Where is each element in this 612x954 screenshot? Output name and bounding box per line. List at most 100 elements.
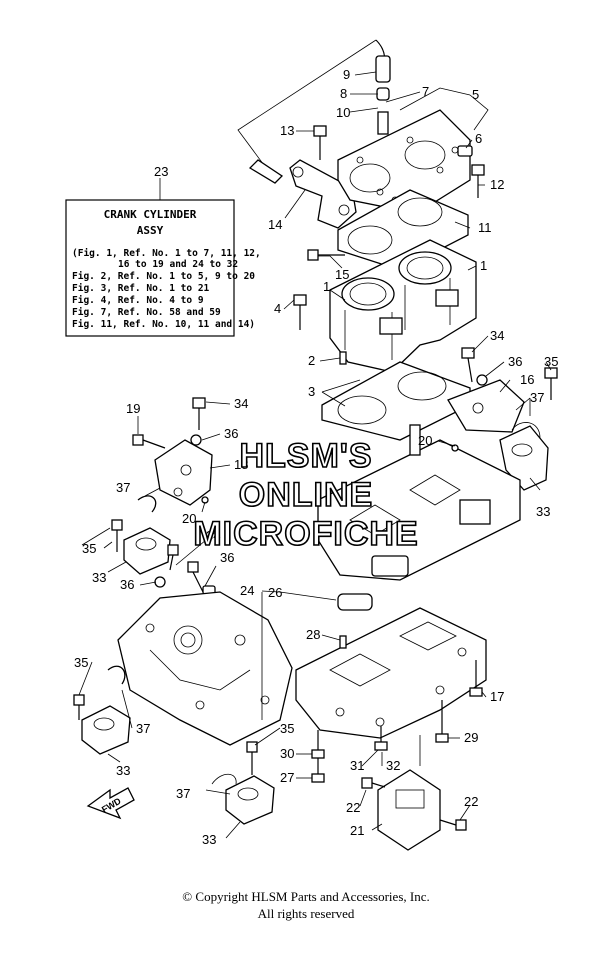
callout-label: 5 bbox=[472, 87, 479, 102]
crankcase-housing bbox=[117, 591, 293, 746]
bolt bbox=[132, 434, 166, 449]
dowel-pin bbox=[451, 444, 459, 452]
callout-label: 37 bbox=[136, 721, 150, 736]
bolt bbox=[361, 777, 386, 789]
callout-label: 23 bbox=[154, 164, 168, 179]
watermark: HLSM'S ONLINE MICROFICHE bbox=[193, 436, 419, 554]
bolt bbox=[307, 249, 345, 261]
engine-bracket bbox=[289, 159, 357, 229]
washer bbox=[190, 434, 202, 446]
callout-label: 35 bbox=[82, 541, 96, 556]
bolt bbox=[111, 519, 123, 552]
callout-label: 37 bbox=[116, 480, 130, 495]
crankcase-upper bbox=[317, 424, 521, 581]
callout-label: 12 bbox=[490, 177, 504, 192]
callout-label: 22 bbox=[464, 794, 478, 809]
bolt bbox=[311, 730, 325, 759]
callout-label: 29 bbox=[464, 730, 478, 745]
engine-mount bbox=[499, 422, 549, 491]
crank-cylinder-assy-box: CRANK CYLINDER ASSY (Fig. 1, Ref. No. 1 … bbox=[65, 199, 261, 337]
callout-label: 11 bbox=[478, 220, 492, 235]
callout-label: 1 bbox=[323, 279, 330, 294]
callout-label: 37 bbox=[530, 390, 544, 405]
callout-label: 28 bbox=[306, 627, 320, 642]
bearing bbox=[337, 593, 373, 611]
callout-label: 9 bbox=[343, 67, 350, 82]
callout-label: 30 bbox=[280, 746, 294, 761]
callout-label: 35 bbox=[280, 721, 294, 736]
bolt bbox=[313, 125, 327, 160]
callout-label: 22 bbox=[346, 800, 360, 815]
callout-label: 37 bbox=[176, 786, 190, 801]
callout-label: 18 bbox=[234, 457, 248, 472]
callout-label: 36 bbox=[224, 426, 238, 441]
callout-label: 32 bbox=[386, 758, 400, 773]
washer bbox=[476, 374, 488, 386]
cylinder-block bbox=[329, 239, 477, 373]
exhaust-manifold bbox=[447, 379, 525, 433]
washer bbox=[154, 576, 166, 588]
crankcase-lower bbox=[295, 607, 487, 739]
dowel-pin bbox=[339, 635, 347, 649]
mount-bracket bbox=[154, 439, 213, 506]
callout-label: 24 bbox=[240, 583, 254, 598]
bolt bbox=[311, 758, 325, 783]
callout-label: 31 bbox=[350, 758, 364, 773]
box-line: 16 to 19 and 24 to 32 bbox=[118, 259, 238, 270]
watermark-line: MICROFICHE bbox=[193, 515, 418, 553]
callout-label: 33 bbox=[202, 832, 216, 847]
watermark-line: ONLINE bbox=[239, 476, 373, 514]
bolt bbox=[246, 741, 258, 775]
callout-label: 2 bbox=[308, 353, 315, 368]
bolt bbox=[374, 726, 388, 751]
callout-label: 20 bbox=[182, 511, 196, 526]
box-line: Fig. 2, Ref. No. 1 to 5, 9 to 20 bbox=[72, 271, 255, 282]
callout-label: 35 bbox=[74, 655, 88, 670]
box-title: CRANK CYLINDER bbox=[104, 208, 197, 221]
forward-arrow-icon: FWD bbox=[86, 787, 135, 820]
callout-label: 7 bbox=[422, 84, 429, 99]
callout-label: 33 bbox=[116, 763, 130, 778]
box-line: Fig. 7, Ref. No. 58 and 59 bbox=[72, 307, 221, 318]
bolt bbox=[192, 397, 206, 430]
breather-hose bbox=[237, 39, 391, 184]
callout-label: 6 bbox=[475, 131, 482, 146]
callout-label: 1 bbox=[480, 258, 487, 273]
callout-label: 4 bbox=[274, 301, 281, 316]
callout-label: 33 bbox=[536, 504, 550, 519]
rights-text: All rights reserved bbox=[257, 906, 355, 921]
copyright-text: © Copyright HLSM Parts and Accessories, … bbox=[182, 889, 430, 904]
callout-label: 8 bbox=[340, 86, 347, 101]
bolt bbox=[187, 561, 204, 593]
bolt bbox=[439, 819, 467, 831]
callout-label: 13 bbox=[280, 123, 294, 138]
callouts: 9 8 7 5 10 6 13 12 23 14 11 15 1 1 4 2 3… bbox=[74, 67, 558, 847]
callout-label: 26 bbox=[268, 585, 282, 600]
bolt bbox=[471, 164, 485, 198]
callout-label: 34 bbox=[234, 396, 248, 411]
bolt bbox=[544, 367, 558, 400]
callout-label: 36 bbox=[220, 550, 234, 565]
bolt bbox=[73, 694, 85, 720]
leader-lines bbox=[78, 71, 552, 839]
callout-label: 15 bbox=[335, 267, 349, 282]
callout-label: 17 bbox=[490, 689, 504, 704]
callout-label: 19 bbox=[126, 401, 140, 416]
box-line: Fig. 3, Ref. No. 1 to 21 bbox=[72, 283, 210, 294]
callout-label: 35 bbox=[544, 354, 558, 369]
watermark-line: HLSM'S bbox=[239, 437, 372, 475]
callout-label: 34 bbox=[206, 528, 220, 543]
callout-label: 33 bbox=[92, 570, 106, 585]
mount-bracket bbox=[377, 769, 441, 851]
bolt bbox=[167, 544, 179, 571]
engine-mount bbox=[81, 665, 131, 755]
callout-label: 10 bbox=[336, 105, 350, 120]
box-line: Fig. 11, Ref. No. 10, 11 and 14) bbox=[72, 319, 255, 330]
box-line: Fig. 4, Ref. No. 4 to 9 bbox=[72, 295, 204, 306]
bolt bbox=[461, 347, 475, 383]
engine-mount bbox=[211, 773, 275, 825]
callout-label: 36 bbox=[508, 354, 522, 369]
base-gasket bbox=[321, 361, 471, 441]
box-subtitle: ASSY bbox=[137, 224, 164, 237]
